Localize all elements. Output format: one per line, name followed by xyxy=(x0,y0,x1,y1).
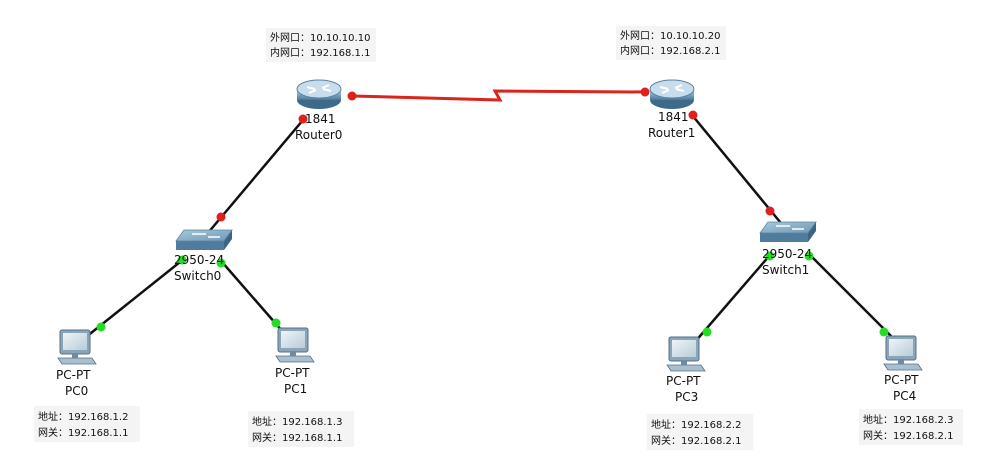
switch-switch1[interactable]: 2950-24 Switch1 xyxy=(759,221,817,277)
ethernet-link-switch0-pc1[interactable] xyxy=(221,261,291,341)
pc-icon xyxy=(275,327,315,363)
port-indicator-switch1-uplink xyxy=(765,206,775,216)
pc1-model-label: PC-PT xyxy=(275,366,310,380)
router1-model-label: 1841 xyxy=(658,110,689,124)
note-router1[interactable]: 外网口：10.10.10.20 内网口：192.168.2.1 xyxy=(616,26,726,60)
note-pc3-line-2: 网关：192.168.2.1 xyxy=(651,434,741,447)
note-router0-background xyxy=(266,28,376,62)
ethernet-link-router0-switch0[interactable] xyxy=(201,119,304,241)
note-router0-line-1: 外网口：10.10.10.10 xyxy=(270,32,370,44)
note-pc1-line-1: 地址：192.168.1.3 xyxy=(252,415,342,428)
switch-icon xyxy=(175,229,233,250)
note-pc3[interactable]: 地址：192.168.2.2 网关：192.168.2.1 xyxy=(647,414,753,450)
switch0-model-label: 2950-24 xyxy=(174,253,224,267)
port-indicator-router0-lan xyxy=(298,114,308,124)
ethernet-link-switch0-pc0[interactable] xyxy=(75,261,181,346)
pc-icon xyxy=(666,336,706,372)
router-icon xyxy=(296,79,342,109)
note-router1-line-2: 内网口：192.168.2.1 xyxy=(620,44,720,57)
note-pc4[interactable]: 地址：192.168.2.3 网关：192.168.2.1 xyxy=(859,409,963,445)
links-layer xyxy=(75,89,901,351)
note-router0[interactable]: 外网口：10.10.10.10 内网口：192.168.1.1 xyxy=(266,28,376,62)
pc4-model-label: PC-PT xyxy=(884,373,919,387)
note-router0-line-2: 内网口：192.168.1.1 xyxy=(270,46,370,59)
port-indicator-pc3 xyxy=(702,327,712,337)
port-indicator-pc1 xyxy=(271,318,281,328)
port-indicator-router0-serial xyxy=(347,91,357,101)
pc-pc1[interactable]: PC-PT PC1 xyxy=(275,327,315,396)
pc-pc3[interactable]: PC-PT PC3 xyxy=(666,336,706,404)
note-router1-background xyxy=(616,26,726,60)
router0-name-label: Router0 xyxy=(295,128,342,142)
router1-name-label: Router1 xyxy=(648,126,695,140)
router0-model-label: 1841 xyxy=(305,112,336,126)
pc-pc0[interactable]: PC-PT PC0 xyxy=(56,329,97,398)
pc3-name-label: PC3 xyxy=(675,390,698,404)
pc4-name-label: PC4 xyxy=(893,389,916,403)
pc-pc4[interactable]: PC-PT PC4 xyxy=(883,335,923,403)
switch1-model-label: 2950-24 xyxy=(762,247,812,261)
port-indicator-router1-lan xyxy=(688,110,698,120)
note-pc0-line-1: 地址：192.168.1.2 xyxy=(38,410,128,423)
switch-icon xyxy=(759,221,817,242)
port-indicator-switch0-pc0 xyxy=(177,255,187,265)
port-indicator-switch0-pc1 xyxy=(216,258,226,268)
note-pc0-line-2: 网关：192.168.1.1 xyxy=(38,426,128,439)
note-pc4-background xyxy=(859,409,963,445)
note-router1-line-1: 外网口：10.10.10.20 xyxy=(620,30,720,42)
router-icon xyxy=(649,79,695,109)
switch1-name-label: Switch1 xyxy=(762,263,809,277)
pc0-name-label: PC0 xyxy=(65,384,88,398)
router-router1[interactable]: 1841 Router1 xyxy=(648,79,695,140)
port-indicator-switch1-pc3 xyxy=(765,251,775,261)
note-pc3-line-1: 地址：192.168.2.2 xyxy=(651,418,741,431)
pc3-model-label: PC-PT xyxy=(666,374,701,388)
note-pc0-background xyxy=(34,406,140,442)
note-pc0[interactable]: 地址：192.168.1.2 网关：192.168.1.1 xyxy=(34,406,140,442)
pc-icon xyxy=(57,329,97,365)
pc0-model-label: PC-PT xyxy=(56,368,91,382)
note-pc1[interactable]: 地址：192.168.1.3 网关：192.168.1.1 xyxy=(248,411,354,447)
pc-icon xyxy=(883,335,923,371)
pc1-name-label: PC1 xyxy=(284,382,307,396)
port-indicator-pc4 xyxy=(879,327,889,337)
note-pc1-background xyxy=(248,411,354,447)
port-indicator-switch1-pc4 xyxy=(804,251,814,261)
note-pc4-line-2: 网关：192.168.2.1 xyxy=(863,429,953,442)
port-indicators xyxy=(96,87,889,337)
switch-switch0[interactable]: 2950-24 Switch0 xyxy=(174,229,233,283)
port-indicator-switch0-uplink xyxy=(216,212,226,222)
note-pc1-line-2: 网关：192.168.1.1 xyxy=(252,431,342,444)
switch0-name-label: Switch0 xyxy=(174,269,221,283)
ethernet-link-switch1-pc3[interactable] xyxy=(687,254,771,351)
port-indicator-router1-serial xyxy=(640,87,650,97)
serial-link-router0-router1[interactable] xyxy=(351,89,646,102)
port-indicator-pc0 xyxy=(96,322,106,332)
note-pc4-line-1: 地址：192.168.2.3 xyxy=(863,413,953,426)
router-router0[interactable]: 1841 Router0 xyxy=(295,79,342,142)
note-pc3-background xyxy=(647,414,753,450)
